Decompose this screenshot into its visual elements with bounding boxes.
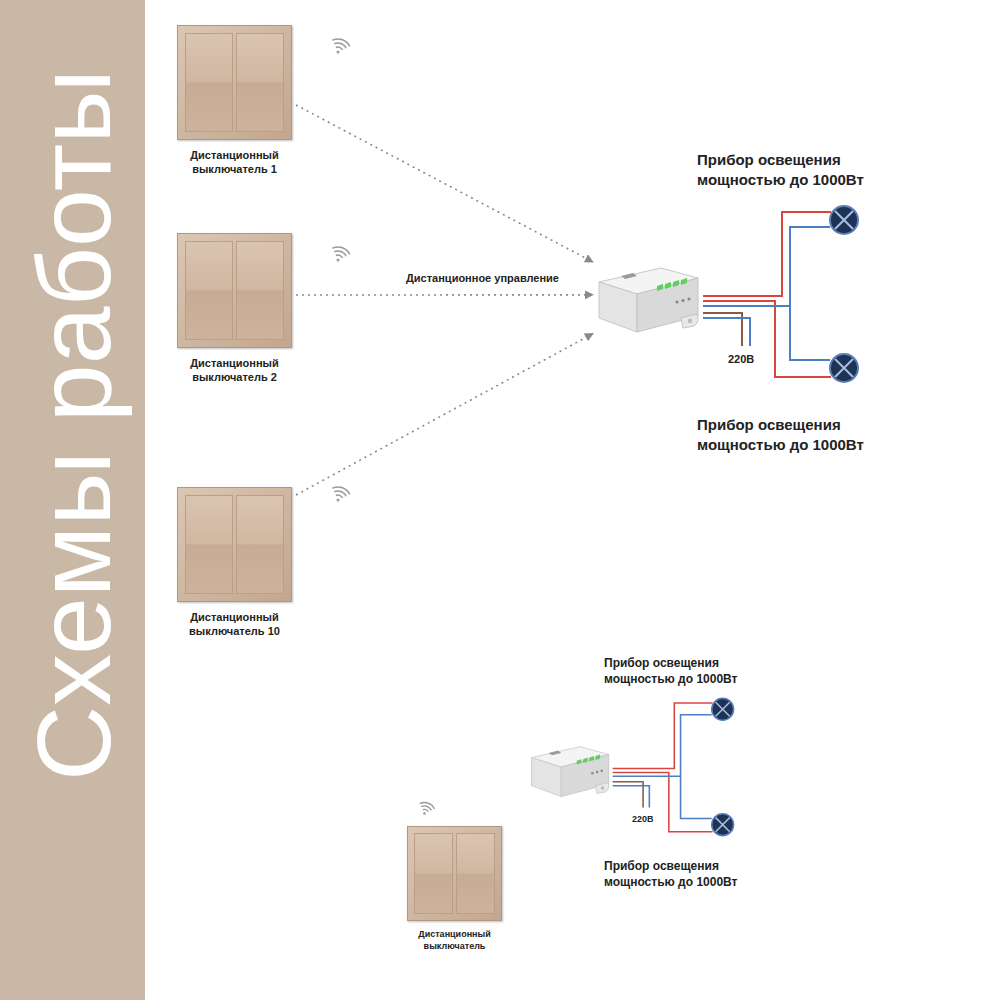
wifi-icon <box>420 803 435 815</box>
switch-key <box>236 33 284 132</box>
remote-switch: Дистанционный выключатель 2 <box>177 233 292 385</box>
wifi-icon <box>333 39 350 54</box>
switch-caption: Дистанционный выключатель 1 <box>177 148 292 177</box>
voltage-label: 220В <box>728 352 788 367</box>
switch-key <box>414 833 453 915</box>
remote-switch: Дистанционный выключатель 1 <box>177 25 292 177</box>
switch-plate <box>177 25 292 140</box>
switch-caption: Дистанционный выключатель 2 <box>177 356 292 385</box>
switch-plate <box>407 826 502 921</box>
remote-control-link <box>296 105 593 262</box>
remote-control-link <box>296 334 593 495</box>
remote-switch: Дистанционный выключатель <box>407 826 502 952</box>
lamp-label: Прибор освещения мощностью до 1000Вт <box>604 655 764 687</box>
switch-key <box>236 495 284 594</box>
voltage-label: 220В <box>632 813 682 825</box>
switch-key <box>456 833 495 915</box>
switch-plate <box>177 487 292 602</box>
lower-assembly <box>532 698 734 835</box>
receiver-module-body <box>599 268 698 332</box>
lamp-label: Прибор освещения мощностью до 1000Вт <box>697 150 892 191</box>
switch-key <box>185 33 233 132</box>
remote-switch: Дистанционный выключатель 10 <box>177 487 292 639</box>
wiring-top <box>703 206 858 382</box>
switch-caption: Дистанционный выключатель <box>407 929 502 952</box>
switch-plate <box>177 233 292 348</box>
receiver-module <box>597 262 700 335</box>
lamp-label: Прибор освещения мощностью до 1000Вт <box>697 415 892 456</box>
link-label: Дистанционное управление <box>404 271 561 286</box>
lamp-label: Прибор освещения мощностью до 1000Вт <box>604 858 764 890</box>
vertical-title: Схемы работы <box>22 69 126 781</box>
switch-key <box>185 495 233 594</box>
receiver-picture <box>597 262 700 335</box>
switch-key <box>185 241 233 340</box>
wifi-icon <box>333 247 350 262</box>
receiver-module <box>532 747 609 797</box>
switch-caption: Дистанционный выключатель 10 <box>177 610 292 639</box>
wifi-icon <box>333 487 350 502</box>
remote-control-link <box>296 294 593 296</box>
wiring-bottom <box>613 698 734 835</box>
switch-key <box>236 241 284 340</box>
